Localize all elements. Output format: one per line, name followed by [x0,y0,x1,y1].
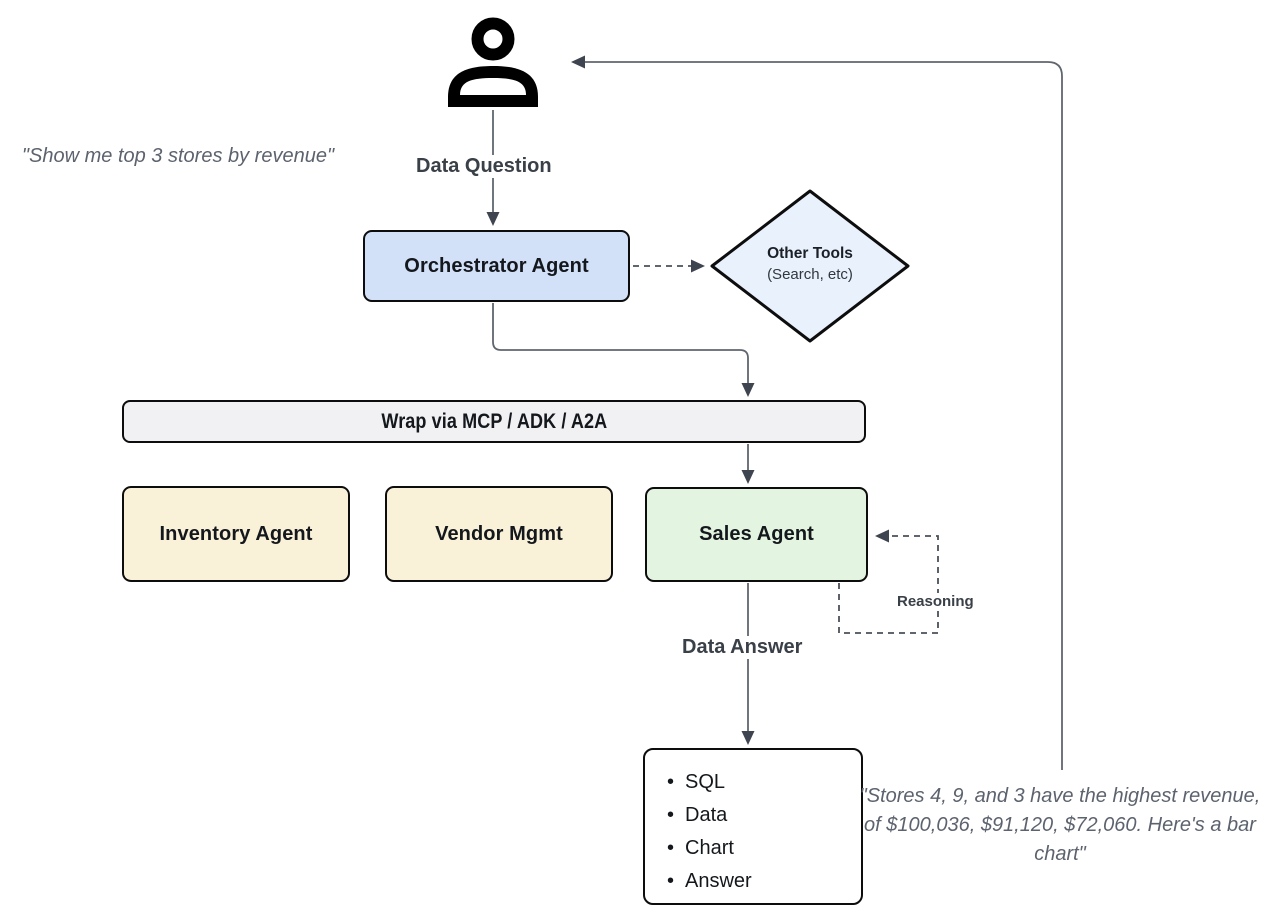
node-sales-agent: Sales Agent [645,487,868,582]
user-question-quote: "Show me top 3 stores by revenue" [21,145,335,167]
label-data-answer: Data Answer [676,636,809,659]
output-item-data: Data [667,799,861,832]
node-other-tools-text: Other Tools (Search, etc) [735,243,885,285]
other-tools-title: Other Tools [767,245,853,262]
arrow-sales-reasoning-loop [838,529,939,634]
node-sales-label: Sales Agent [699,523,814,545]
label-reasoning: Reasoning [893,593,978,610]
output-list: SQL Data Chart Answer [645,750,861,898]
node-vendor-label: Vendor Mgmt [435,522,563,545]
node-inventory-label: Inventory Agent [159,522,313,545]
node-orchestrator-agent: Orchestrator Agent [363,230,630,302]
node-wrap-layer: Wrap via MCP / ADK / A2A [122,400,866,443]
agent-answer-quote: "Stores 4, 9, and 3 have the highest rev… [859,785,1261,865]
output-item-sql: SQL [667,766,861,799]
other-tools-subtitle: (Search, etc) [767,266,853,283]
output-item-chart: Chart [667,832,861,865]
arrow-answer-to-person [571,55,1063,770]
node-inventory-agent: Inventory Agent [122,486,350,582]
arrow-orchestrator-to-wrap [492,303,755,397]
label-data-question: Data Question [410,155,558,178]
user-icon [448,17,538,107]
output-item-answer: Answer [667,865,861,898]
node-orchestrator-label: Orchestrator Agent [404,254,589,277]
node-other-tools-diamond [710,189,910,343]
node-wrap-label: Wrap via MCP / ADK / A2A [381,409,607,433]
node-vendor-mgmt: Vendor Mgmt [385,486,613,582]
node-output-box: SQL Data Chart Answer [643,748,863,905]
